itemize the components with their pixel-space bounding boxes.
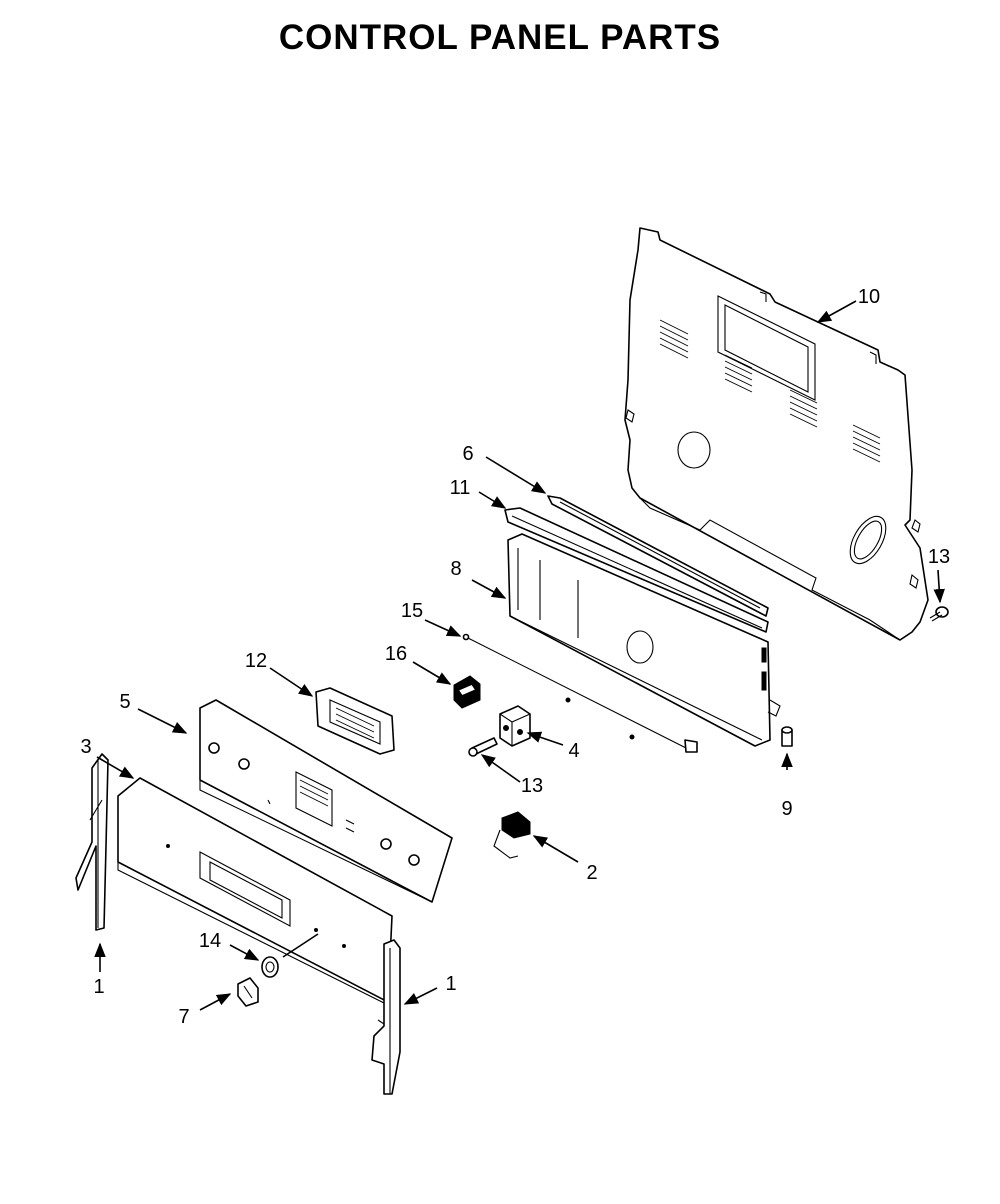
part-5-console-panel <box>199 699 453 903</box>
part-4-switch <box>499 705 531 747</box>
leader-lines <box>94 300 945 1011</box>
callout-1-right: 1 <box>445 973 456 995</box>
callout-4: 4 <box>568 740 579 762</box>
part-1-end-cap-left <box>75 753 109 931</box>
callout-12: 12 <box>245 650 267 672</box>
callout-9: 9 <box>781 798 792 820</box>
part-3-front-panel <box>117 777 393 1005</box>
part-11-bracket <box>504 507 769 633</box>
callout-16: 16 <box>385 643 407 665</box>
part-7-knob <box>237 977 259 1007</box>
page-title: CONTROL PANEL PARTS <box>278 18 722 57</box>
part-2-sensor <box>493 811 531 859</box>
part-8-control-board <box>507 533 781 747</box>
callout-13-upper: 13 <box>928 546 950 568</box>
callout-15: 15 <box>401 600 423 622</box>
part-10-rear-panel <box>624 227 929 641</box>
part-12-display-module <box>315 687 395 755</box>
callout-7: 7 <box>178 1006 189 1028</box>
part-9-bolt <box>781 726 793 747</box>
callout-5: 5 <box>119 691 130 713</box>
part-6-strip <box>547 495 769 617</box>
callout-13-lower: 13 <box>521 775 543 797</box>
part-14-washer <box>261 956 279 978</box>
part-13-screw-lower <box>468 737 498 757</box>
callout-14: 14 <box>199 930 221 952</box>
callout-8: 8 <box>450 558 461 580</box>
callout-1-left: 1 <box>93 976 104 998</box>
part-13-screw-upper <box>929 606 949 622</box>
vent-slots <box>659 319 881 463</box>
callout-3: 3 <box>80 736 91 758</box>
callout-11: 11 <box>450 477 471 499</box>
callout-10: 10 <box>858 286 880 308</box>
callout-2: 2 <box>586 862 597 884</box>
part-16-connector <box>453 675 481 709</box>
part-1-end-cap-right <box>371 939 401 1095</box>
part-15-wire-harness <box>462 633 698 753</box>
callout-6: 6 <box>462 443 473 465</box>
